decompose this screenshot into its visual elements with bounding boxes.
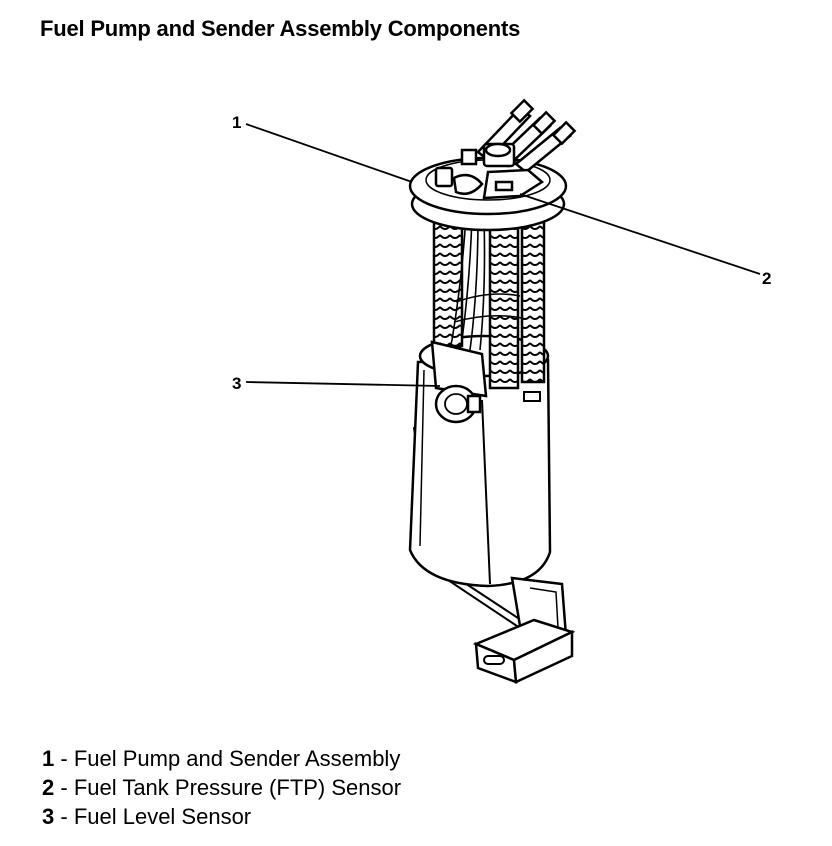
component-legend: 1 - Fuel Pump and Sender Assembly 2 - Fu… xyxy=(42,744,401,831)
legend-item-3: 3 - Fuel Level Sensor xyxy=(42,802,401,831)
legend-number: 3 xyxy=(42,804,55,829)
leader-line-3 xyxy=(245,381,441,387)
callout-leader-lines xyxy=(245,123,761,387)
legend-separator: - xyxy=(54,775,74,800)
callout-2: 2 xyxy=(762,269,771,288)
legend-item-1: 1 - Fuel Pump and Sender Assembly xyxy=(42,744,401,773)
fuel-level-sensor-body xyxy=(430,340,488,424)
legend-label: Fuel Level Sensor xyxy=(73,804,252,829)
legend-number: 1 xyxy=(42,746,55,771)
legend-item-2: 2 - Fuel Tank Pressure (FTP) Sensor xyxy=(42,773,401,802)
leader-line-1 xyxy=(245,123,413,183)
legend-separator: - xyxy=(54,804,74,829)
page-title: Fuel Pump and Sender Assembly Components xyxy=(40,16,521,41)
fuel-level-float xyxy=(472,618,576,684)
ftp-sensor xyxy=(482,168,545,200)
electrical-connector xyxy=(482,142,516,168)
callout-3: 3 xyxy=(232,374,241,393)
legend-label: Fuel Tank Pressure (FTP) Sensor xyxy=(73,775,402,800)
leader-line-2 xyxy=(519,193,761,275)
flange-fittings xyxy=(434,148,484,195)
callout-1: 1 xyxy=(232,113,241,132)
legend-separator: - xyxy=(54,746,74,771)
legend-number: 2 xyxy=(42,775,55,800)
legend-label: Fuel Pump and Sender Assembly xyxy=(73,746,401,771)
